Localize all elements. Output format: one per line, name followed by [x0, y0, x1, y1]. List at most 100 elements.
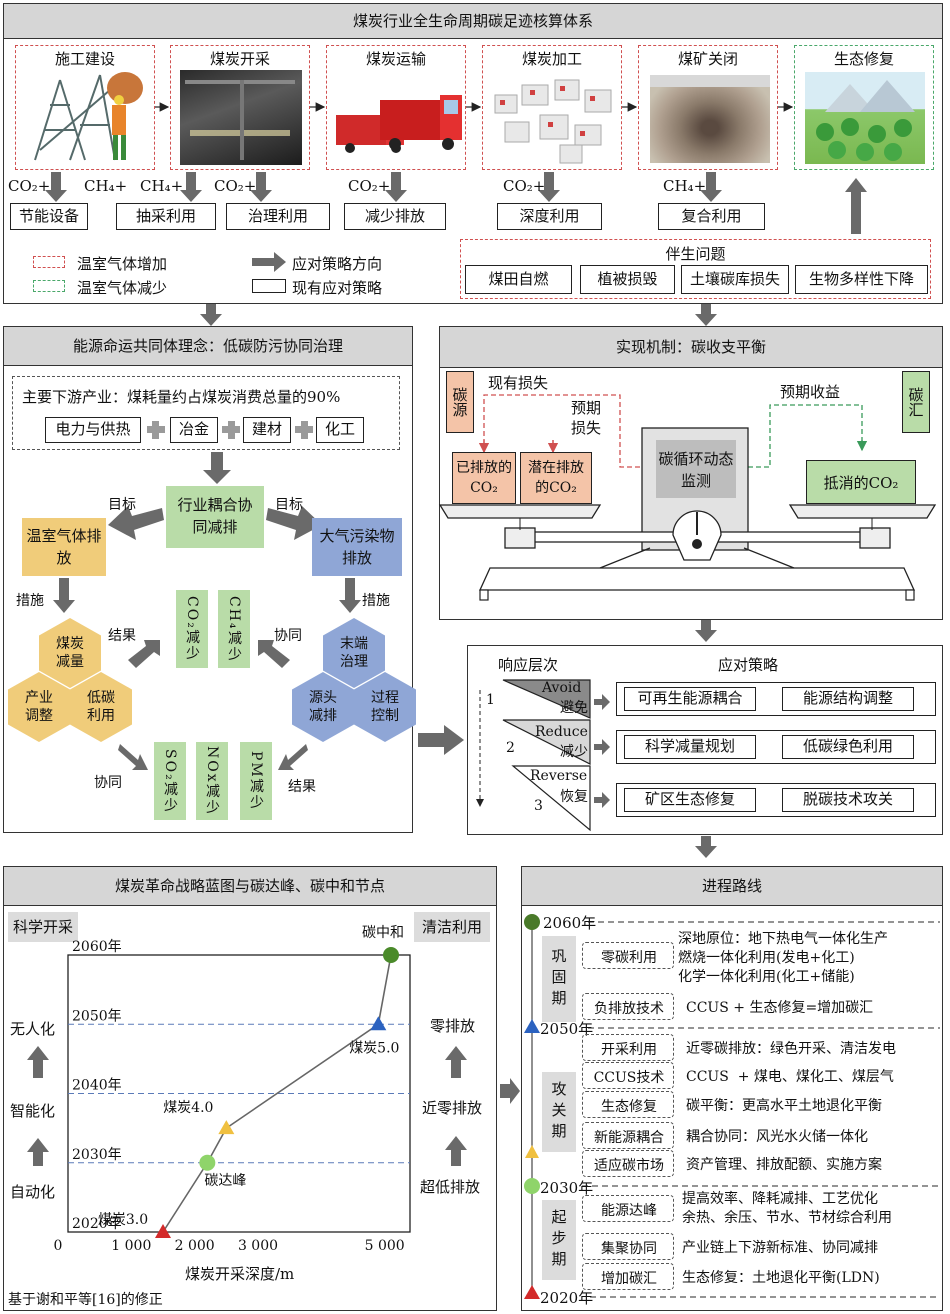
carbon-sink-label: 碳汇 — [906, 387, 925, 417]
point-marker-triangle — [155, 1224, 171, 1238]
phase-breakthrough-label: 攻关期 — [549, 1080, 568, 1144]
strategy-box-1: 抽采利用 — [116, 203, 216, 230]
roadmap-text-6: 资产管理、排放配额、实施方案 — [686, 1157, 882, 1173]
point-label: 煤炭4.0 — [163, 1100, 213, 1116]
eco-illustration — [805, 72, 925, 164]
result-right-label: 结果 — [288, 779, 316, 795]
y-tick-label: 2020年 — [72, 1216, 122, 1232]
roadmap-tag-4: 生态修复 — [582, 1091, 674, 1118]
strategy-title: 应对策略 — [718, 656, 779, 674]
strategy-decarbon-tech: 脱碳技术攻关 — [782, 788, 914, 812]
strategy-green-use: 低碳绿色利用 — [782, 735, 914, 759]
roadmap-title: 进程路线 — [522, 867, 942, 906]
issue-box-1: 植被损毁 — [580, 265, 675, 294]
roadmap-tag-6: 适应碳市场 — [582, 1150, 674, 1177]
roadmap-tag-5-label: 新能源耦合 — [594, 1130, 664, 1146]
offset-co2-box — [806, 460, 916, 504]
potential-co2-box — [520, 452, 592, 504]
gas-label-6: CH₄+ — [663, 177, 707, 195]
expected-gain-label: 预期收益 — [780, 383, 841, 401]
gas-label-1: CH₄+ — [84, 177, 128, 195]
industry-box-1: 冶金 — [170, 417, 218, 443]
roadmap-tag-2: 开采利用 — [582, 1034, 674, 1061]
legend-box-label: 现有应对策略 — [292, 279, 383, 297]
stage-label-2: 煤炭运输 — [365, 50, 426, 68]
year-2020: 2020年 — [540, 1289, 594, 1307]
roadmap-text-5: 耦合协同：风光水火储一体化 — [686, 1129, 868, 1145]
roadmap-tag-7-label: 能源达峰 — [601, 1203, 657, 1219]
strategy-box-5: 复合利用 — [658, 203, 765, 230]
ghg-emission-box — [22, 518, 106, 576]
response-levels — [476, 679, 717, 1104]
construction-illustration — [34, 72, 143, 161]
industry-box-2: 建材 — [243, 417, 291, 443]
hex-source-reduction: 源头减排 — [292, 672, 354, 742]
roadmap-tag-0-label: 零碳利用 — [601, 950, 657, 966]
strategy-renewable: 可再生能源耦合 — [624, 687, 756, 711]
level-3-zh: 恢复 — [560, 789, 588, 805]
nox-reduction-box: NOx减少 — [196, 742, 228, 820]
stage-label-1: 煤炭开采 — [209, 50, 270, 68]
emitted-co2-box — [452, 452, 516, 504]
pm-reduction-box: PM减少 — [240, 742, 272, 820]
roadmap-text-8: 产业链上下游新标准、协同减排 — [682, 1240, 878, 1256]
roadmap-tag-1-label: 负排放技术 — [594, 1001, 664, 1017]
balance-scale — [438, 394, 937, 642]
roadmap-tag-8-label: 集聚协同 — [601, 1241, 657, 1257]
stage-label-0: 施工建设 — [54, 50, 115, 68]
existing-loss-label: 现有损失 — [488, 374, 549, 392]
blueprint-note: 基于谢和平等[16]的修正 — [8, 1289, 163, 1309]
left-tag: 科学开采 — [8, 912, 78, 942]
x-tick-label: 1 000 — [111, 1238, 151, 1254]
legend-arrow-label: 应对策略方向 — [292, 255, 383, 273]
blueprint-note-text: 基于谢和平等[16]的修正 — [8, 1292, 163, 1308]
synergy-left-label: 协同 — [94, 775, 122, 791]
x-tick-label: 3 000 — [238, 1238, 278, 1254]
point-marker-circle — [199, 1154, 216, 1171]
co2-reduction-box: CO₂减少 — [176, 590, 208, 668]
top-to-mid-arrows — [200, 304, 717, 326]
roadmap-tag-4-label: 生态修复 — [601, 1099, 657, 1115]
blueprint-title: 煤炭革命战略蓝图与碳达峰、碳中和节点 — [4, 867, 496, 906]
year-2030: 2030年 — [540, 1179, 594, 1197]
gas-label-4: CO₂+ — [348, 177, 391, 195]
hex-end-treatment: 末端治理 — [323, 618, 385, 688]
roadmap-tag-5: 新能源耦合 — [582, 1122, 674, 1149]
roadmap-tag-9-label: 增加碳汇 — [601, 1271, 657, 1287]
level-1-zh: 避免 — [560, 700, 588, 716]
y-tick-label: 2040年 — [72, 1078, 122, 1094]
industry-note: 主要下游产业：煤耗量约占煤炭消费总量的90% — [22, 388, 341, 406]
carbon-sink-tag: 碳汇 — [902, 371, 930, 433]
point-label: 煤炭5.0 — [349, 1040, 399, 1056]
balance-title: 实现机制：碳收支平衡 — [440, 327, 942, 368]
gas-label-3: CO₂+ — [214, 177, 257, 195]
pit-photo — [650, 75, 770, 163]
phase-start: 起步期 — [542, 1200, 576, 1280]
roadmap-text-0: 深地原位：地下热电气一体化生产 燃烧一体化利用(发电+化工) 化学一体化利用(化… — [678, 931, 888, 985]
stage-label-5: 生态修复 — [833, 50, 894, 68]
year-2050: 2050年 — [540, 1020, 594, 1038]
stage-arrows — [45, 102, 867, 234]
strategy-eco-restore: 矿区生态修复 — [624, 788, 756, 812]
level-2-en: Reduce — [535, 724, 588, 740]
level-2-num: 2 — [506, 740, 515, 756]
left-stage-0: 无人化 — [10, 1020, 56, 1038]
stage-closure — [638, 45, 778, 170]
stage-label-4: 煤矿关闭 — [677, 50, 738, 68]
roadmap-tag-7: 能源达峰 — [582, 1195, 674, 1222]
issue-box-0: 煤田自燃 — [465, 265, 572, 294]
target-right-label: 目标 — [275, 497, 303, 513]
monitor-label: 碳循环动态监测 — [658, 450, 734, 490]
point-label: 碳达峰 — [204, 1173, 246, 1189]
offset-co2-label: 抵消的CO₂ — [823, 474, 899, 492]
stage-mining — [170, 45, 310, 170]
y-tick-label: 2030年 — [72, 1147, 122, 1163]
phase-start-label: 起步期 — [549, 1208, 568, 1272]
ghg-emission-label: 温室气体排放 — [26, 527, 102, 567]
roadmap-text-2: 近零碳排放：绿色开采、清洁发电 — [686, 1041, 896, 1057]
phase-consolidate: 巩固期 — [542, 936, 576, 1022]
y-tick-label: 2050年 — [72, 1008, 122, 1024]
point-label: 煤炭3.0 — [98, 1212, 148, 1228]
